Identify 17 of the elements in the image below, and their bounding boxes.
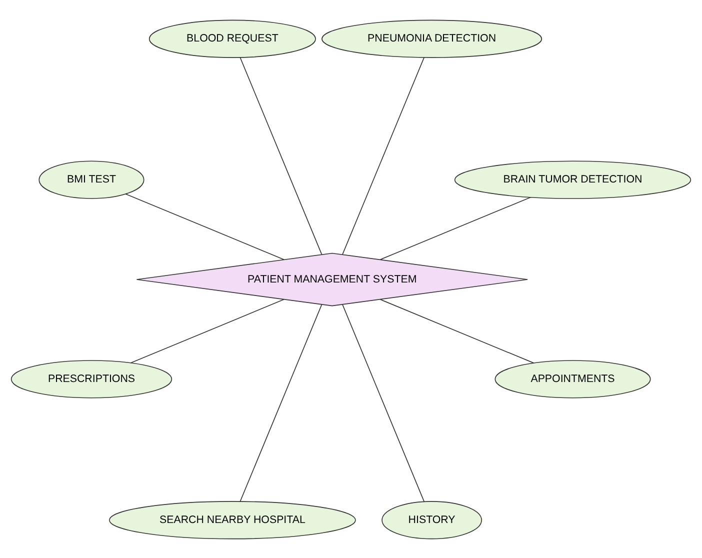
- connector: [240, 304, 322, 502]
- node-ellipse: PRESCRIPTIONS: [10, 360, 172, 398]
- node-ellipse: APPOINTMENTS: [494, 360, 651, 398]
- node-ellipse: BLOOD REQUEST: [148, 19, 316, 58]
- connector: [125, 193, 284, 260]
- connector: [240, 56, 322, 254]
- connector: [380, 298, 534, 363]
- node-ellipse: HISTORY: [382, 500, 482, 539]
- node-diamond: PATIENT MANAGEMENT SYSTEM: [136, 252, 528, 306]
- connector: [380, 196, 532, 260]
- connector: [342, 304, 425, 502]
- node-ellipse: BMI TEST: [38, 160, 144, 198]
- node-ellipse: SEARCH NEARBY HOSPITAL: [109, 500, 356, 539]
- connector: [342, 56, 425, 254]
- node-ellipse: PNEUMONIA DETECTION: [322, 19, 542, 58]
- node-ellipse: BRAIN TUMOR DETECTION: [454, 160, 692, 198]
- connector: [130, 298, 284, 363]
